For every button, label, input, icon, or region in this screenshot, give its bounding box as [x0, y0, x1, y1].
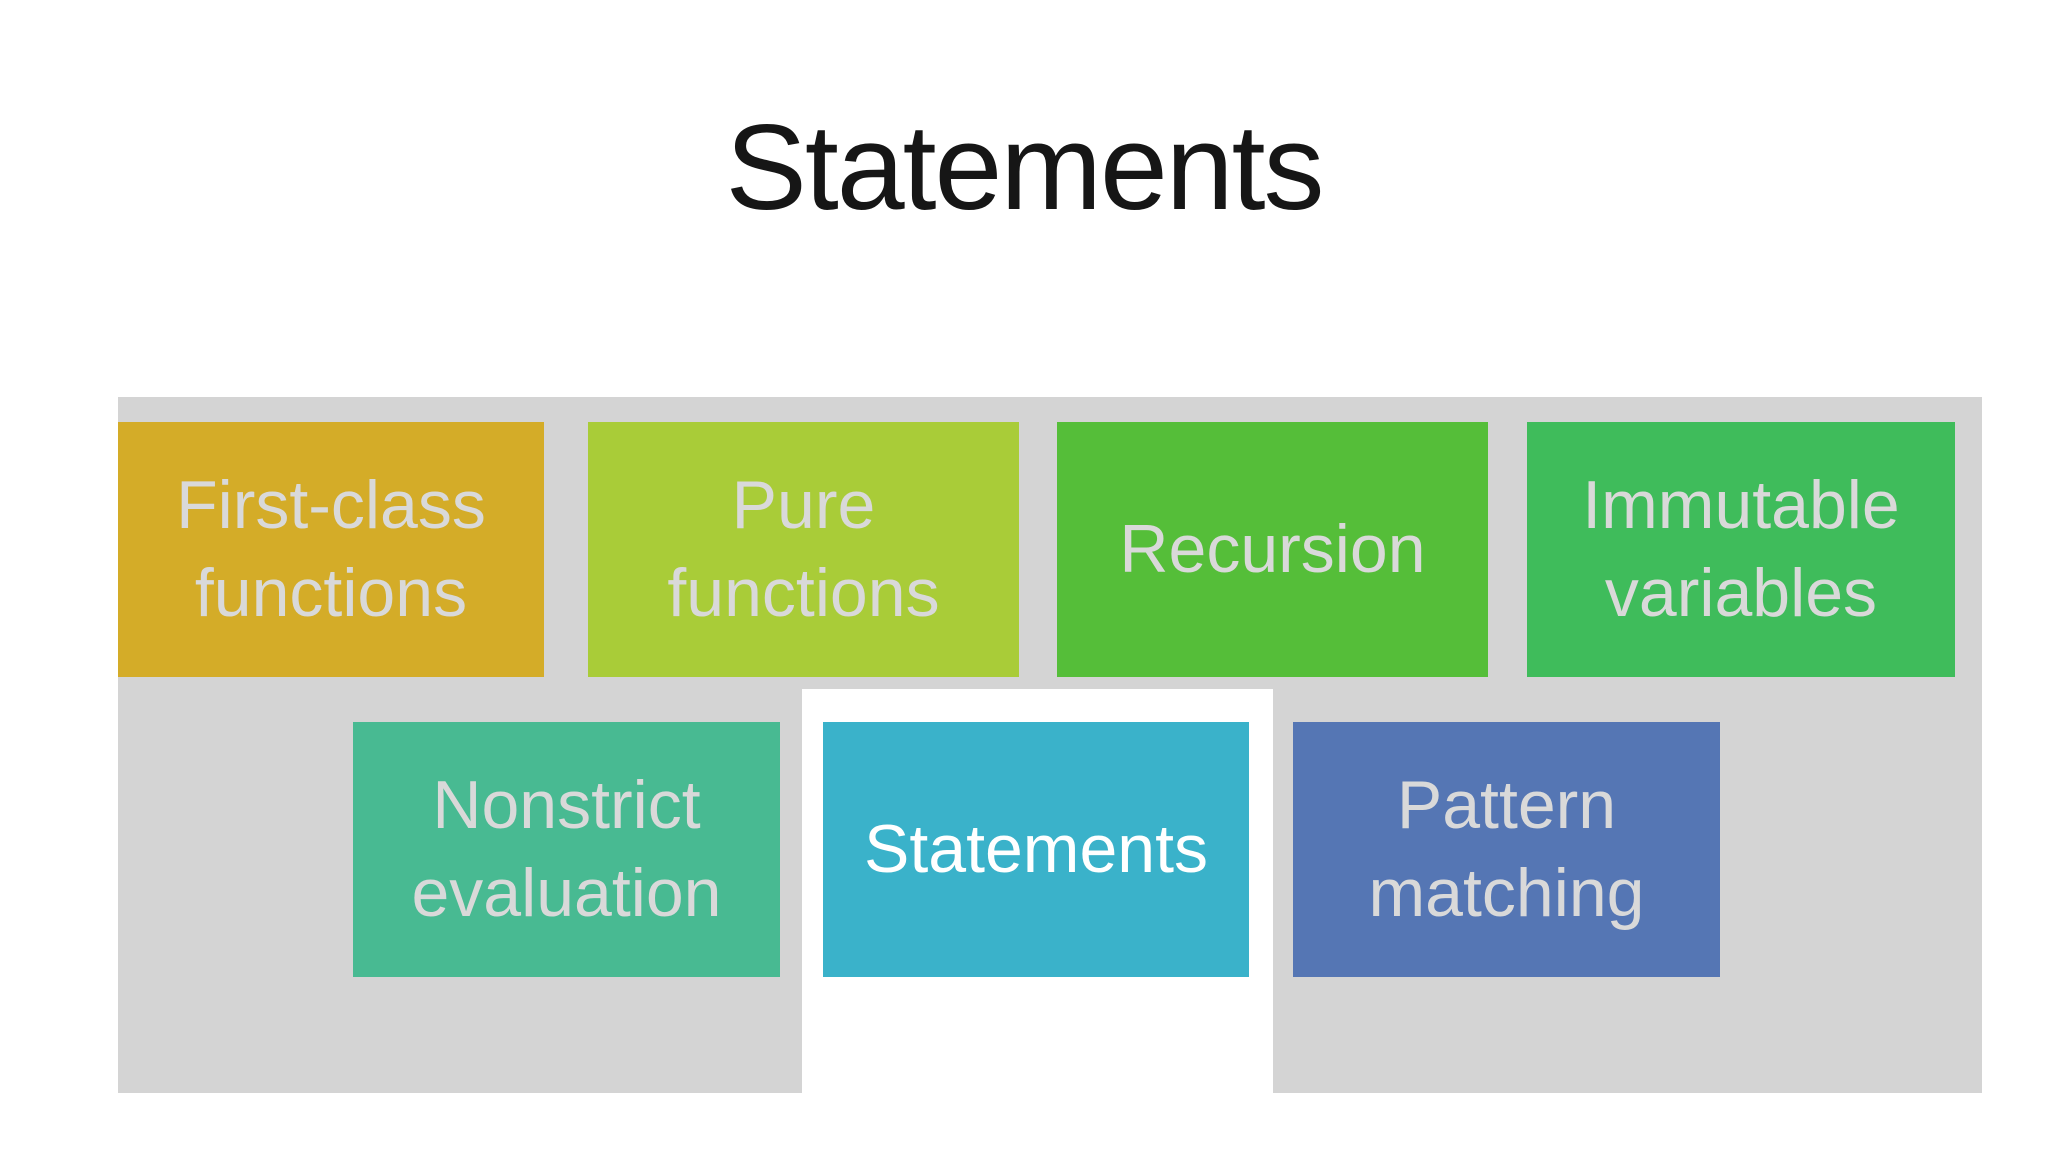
box-label: Pure functions — [667, 467, 940, 631]
box-statements: Statements — [823, 722, 1249, 977]
box-label: Recursion — [1119, 510, 1426, 587]
box-label: Nonstrict evaluation — [411, 767, 722, 931]
box-pattern-matching: Pattern matching — [1293, 722, 1720, 977]
box-label: Immutable variables — [1582, 467, 1900, 631]
box-label: Statements — [864, 810, 1208, 887]
box-nonstrict-evaluation: Nonstrict evaluation — [353, 722, 780, 977]
box-label: First-class functions — [176, 467, 486, 631]
box-immutable-variables: Immutable variables — [1527, 422, 1955, 677]
box-pure-functions: Pure functions — [588, 422, 1019, 677]
box-recursion: Recursion — [1057, 422, 1488, 677]
page-title: Statements — [725, 99, 1324, 235]
box-first-class-functions: First-class functions — [118, 422, 544, 677]
box-label: Pattern matching — [1368, 767, 1645, 931]
